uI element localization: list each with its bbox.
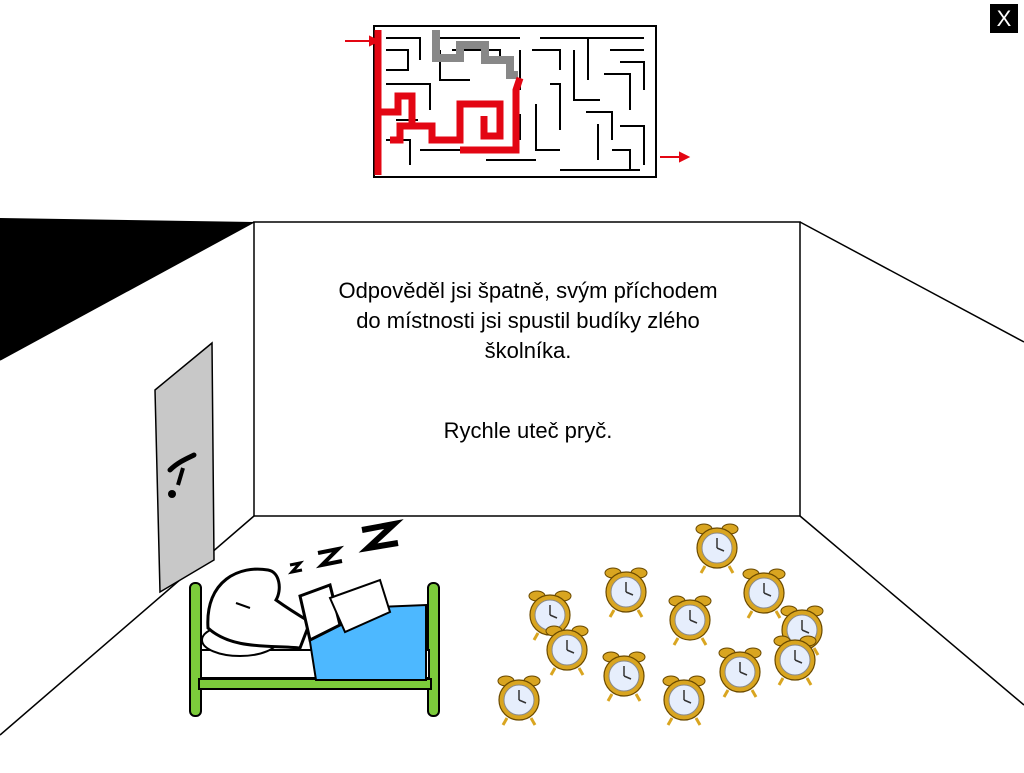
message-line-3: školníka. [484, 338, 572, 363]
alarm-clock-icon [742, 568, 786, 619]
alarm-clock-icon [545, 625, 589, 676]
alarm-clocks [497, 523, 824, 726]
alarm-clock-icon [602, 651, 646, 702]
message-line-1: Odpověděl jsi špatně, svým příchodem [338, 278, 718, 303]
alarm-clock-icon [718, 647, 762, 698]
sleeping-janitor-icon [189, 519, 440, 717]
alarm-clock-icon [497, 675, 541, 726]
alarm-clock-icon [773, 635, 817, 686]
ceiling-shadow [0, 218, 254, 360]
message-box: Odpověděl jsi špatně, svým příchodem do … [268, 276, 788, 446]
maze-icon [345, 25, 691, 178]
alarm-clock-icon [528, 590, 572, 641]
alarm-clock-icon [604, 567, 648, 618]
close-button[interactable]: X [990, 4, 1018, 33]
alarm-clock-icon [695, 523, 739, 574]
alarm-clock-icon [662, 675, 706, 726]
message-line-2: do místnosti jsi spustil budíky zlého [356, 308, 700, 333]
escape-instruction: Rychle uteč pryč. [443, 418, 613, 443]
alarm-clock-icon [668, 595, 712, 646]
door-icon[interactable] [154, 341, 215, 594]
